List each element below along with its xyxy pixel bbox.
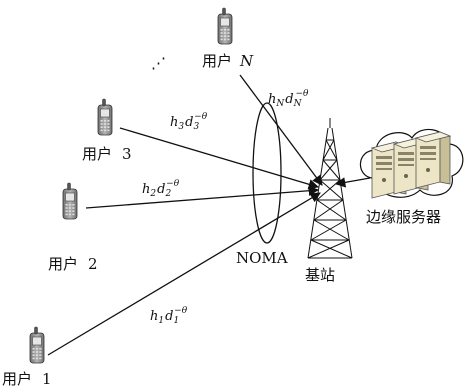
- link-user-1-label: h1d1−θ: [150, 306, 188, 326]
- link-user-2-label: h2d2−θ: [142, 179, 180, 199]
- link-user-1-arrow: [47, 192, 321, 356]
- noma-label: NOMA: [236, 249, 288, 267]
- server-3-icon: [415, 131, 451, 189]
- user-2-phone-icon: [62, 182, 78, 220]
- base-station-label: 基站: [305, 266, 335, 284]
- more-users-ellipsis: ⋰: [151, 54, 166, 72]
- user-n-phone-icon: [217, 7, 233, 45]
- edge-server-cloud-icon: [359, 128, 464, 199]
- user-3-phone-icon: [97, 98, 113, 136]
- link-user-3-arrow: [119, 127, 319, 190]
- edge-server-label: 边缘服务器: [366, 208, 441, 226]
- base-station-tower-icon: [307, 118, 353, 259]
- link-user-3-label: h3d3−θ: [170, 112, 208, 132]
- link-user-n-arrow: [239, 74, 323, 186]
- user-1-phone-icon: [29, 326, 45, 364]
- link-user-2-arrow: [85, 185, 320, 209]
- backhaul-arrow: [334, 177, 371, 188]
- noma-ellipse: [252, 102, 282, 244]
- link-user-n-label: hNdN−θ: [268, 89, 309, 109]
